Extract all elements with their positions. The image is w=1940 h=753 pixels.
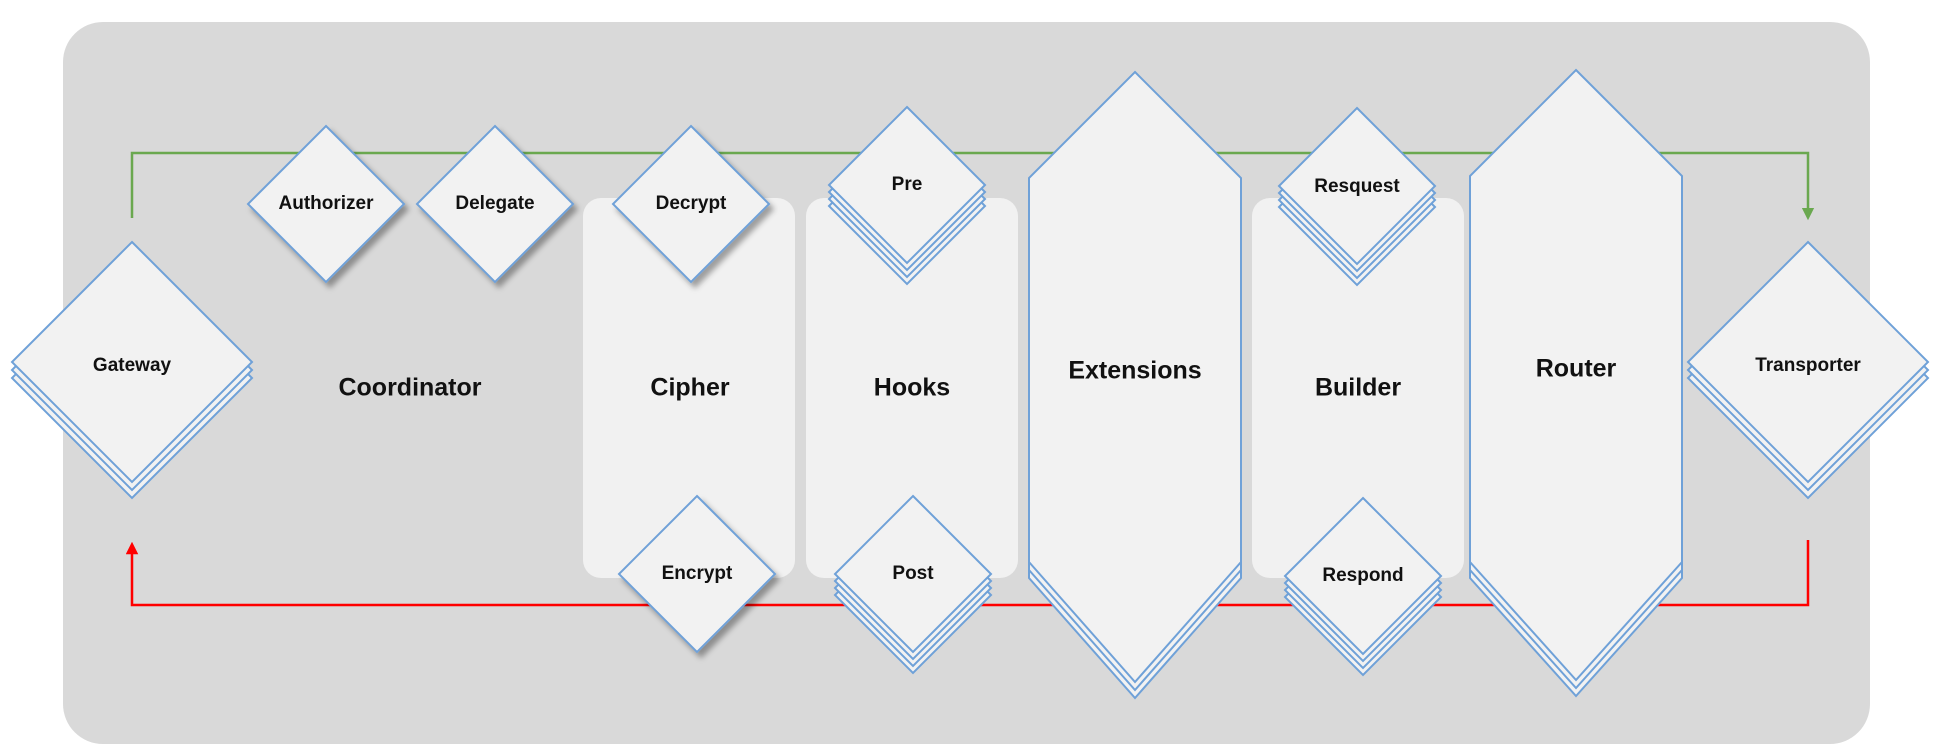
gateway-node[interactable]: Gateway (10, 240, 254, 500)
pre-label: Pre (892, 174, 923, 195)
post-node[interactable]: Post (833, 494, 993, 675)
request-node[interactable]: Resquest (1277, 106, 1437, 287)
encrypt-label: Encrypt (662, 563, 733, 584)
transporter-label: Transporter (1755, 355, 1861, 376)
extensions-label: Extensions (1068, 357, 1201, 385)
respond-label: Respond (1322, 565, 1403, 586)
hooks-panel (806, 198, 1018, 578)
router-label: Router (1536, 355, 1617, 383)
respond-node[interactable]: Respond (1283, 496, 1443, 677)
cipher-label: Cipher (650, 374, 729, 402)
extensions-node[interactable]: Extensions (1028, 70, 1242, 700)
gateway-label: Gateway (93, 355, 172, 376)
builder-panel (1252, 198, 1464, 578)
router-node[interactable]: Router (1469, 68, 1683, 698)
authorizer-node[interactable]: Authorizer (246, 124, 406, 284)
delegate-label: Delegate (455, 193, 534, 214)
transporter-node[interactable]: Transporter (1686, 240, 1930, 500)
builder-label: Builder (1315, 374, 1401, 402)
delegate-node[interactable]: Delegate (415, 124, 575, 284)
coordinator-label: Coordinator (338, 374, 481, 402)
authorizer-label: Authorizer (279, 193, 375, 214)
cipher-panel (583, 198, 795, 578)
decrypt-label: Decrypt (656, 193, 727, 214)
request-label: Resquest (1314, 176, 1400, 197)
request-flow-line (130, 151, 1815, 221)
encrypt-node[interactable]: Encrypt (617, 494, 777, 654)
hooks-label: Hooks (874, 374, 950, 402)
pre-node[interactable]: Pre (827, 105, 987, 286)
post-label: Post (892, 563, 934, 584)
decrypt-node[interactable]: Decrypt (611, 124, 771, 284)
